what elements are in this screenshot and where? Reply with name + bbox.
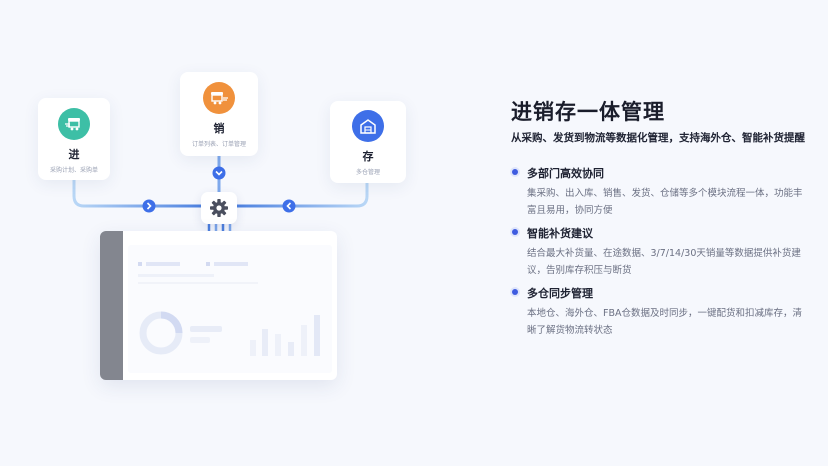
arrow-stock: [282, 199, 296, 213]
feature-item: 多仓同步管理 本地仓、海外仓、FBA仓数据及时同步，一键配货和扣减库存，清晰了解…: [511, 285, 811, 339]
card-title: 进: [68, 148, 80, 161]
bullet-dot: [512, 289, 518, 295]
feature-desc: 结合最大补货量、在途数据、3/7/14/30天销量等数据提供补货建议，告别库存积…: [527, 248, 801, 276]
card-title: 销: [213, 122, 225, 135]
feature-item: 多部门高效协同 集采购、出入库、销售、发货、仓储等多个模块流程一体，功能丰富且易…: [511, 165, 811, 219]
gear-icon: [210, 199, 228, 217]
page-title: 进销存一体管理: [511, 100, 665, 124]
dashboard-screen: [128, 245, 332, 373]
feature-item: 智能补货建议 结合最大补货量、在途数据、3/7/14/30天销量等数据提供补货建…: [511, 225, 811, 279]
shop-truck-icon: [203, 82, 235, 114]
card-title: 存: [362, 150, 374, 163]
card-subtitle: 采购计划、采购单: [49, 167, 98, 174]
dashboard-illustration: [100, 231, 337, 380]
page-subtitle: 从采购、发货到物流等数据化管理，支持海外仓、智能补货提醒: [511, 132, 805, 144]
bullet-dot: [512, 229, 518, 235]
feature-title: 多部门高效协同: [527, 167, 604, 180]
feature-title: 多仓同步管理: [527, 287, 593, 300]
card-sales: 销 订单列表、订单管理: [180, 72, 258, 156]
laptop-side-bar: [100, 231, 123, 380]
shop-truck-icon: [58, 108, 90, 140]
feature-desc: 集采购、出入库、销售、发货、仓储等多个模块流程一体，功能丰富且易用，协同方便: [527, 188, 803, 216]
warehouse-icon: [352, 110, 384, 142]
feature-title: 智能补货建议: [527, 227, 593, 240]
card-subtitle: 订单列表、订单管理: [191, 141, 246, 148]
card-stock: 存 多仓管理: [330, 101, 406, 183]
line-stock: [235, 181, 369, 208]
card-purchase: 进 采购计划、采购单: [38, 98, 110, 180]
arrow-out: [212, 166, 226, 180]
bullet-dot: [512, 169, 518, 175]
feature-desc: 本地仓、海外仓、FBA仓数据及时同步，一键配货和扣减库存，清晰了解货物流转状态: [527, 308, 802, 336]
hub-box: [201, 192, 237, 224]
arrow-in: [142, 199, 156, 213]
dashboard-mockup: [138, 262, 320, 356]
line-in: [72, 178, 203, 208]
card-subtitle: 多仓管理: [355, 169, 380, 176]
